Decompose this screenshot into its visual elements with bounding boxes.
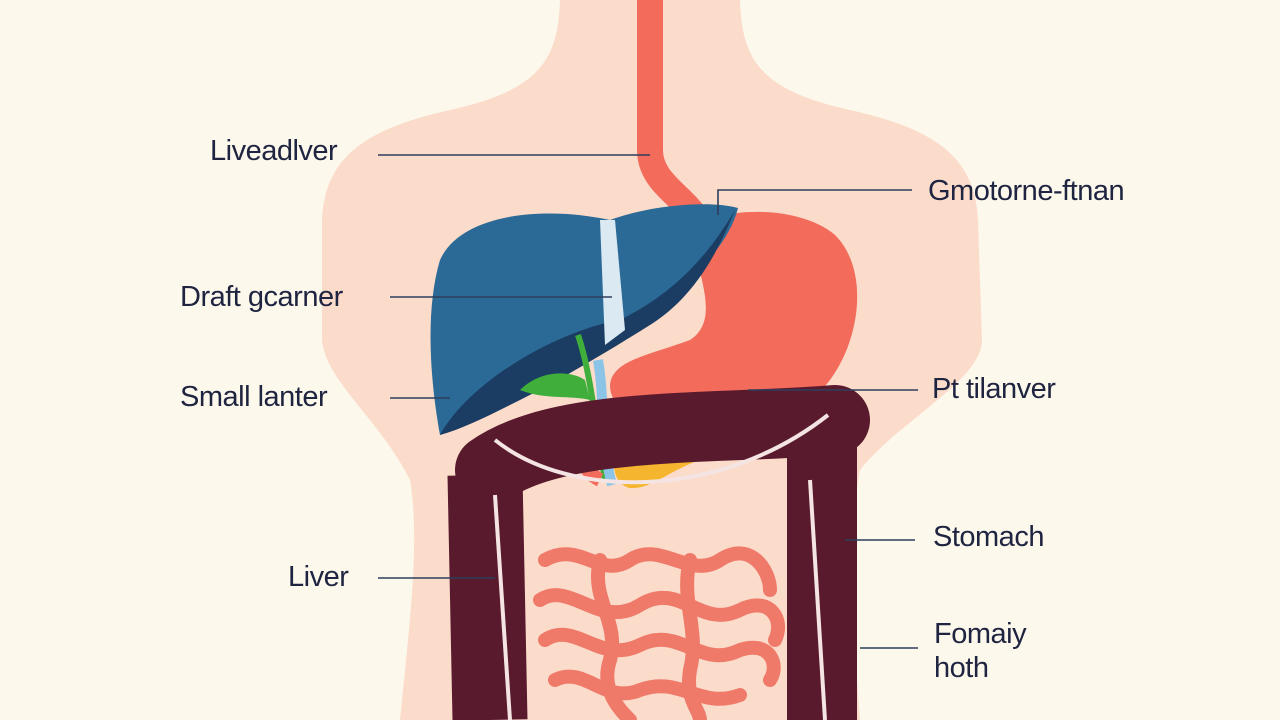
stomach	[610, 211, 858, 433]
label-bottom-right-line1: Fomaiy	[934, 618, 1027, 650]
label-bottom-right: Fomaiy hoth	[934, 617, 1027, 685]
label-bottom-right-line2: hoth	[934, 652, 989, 684]
label-mid-left: Draft gcarner	[180, 281, 343, 313]
label-mid-right: Pt tilanver	[932, 373, 1056, 405]
label-bottom-left: Liver	[288, 561, 349, 593]
large-intestine	[447, 385, 870, 720]
gallbladder	[520, 373, 590, 400]
label-top-right: Gmotorne-ftnan	[928, 175, 1125, 207]
label-top-left: Liveadlver	[210, 135, 338, 167]
liver-ligament	[600, 220, 625, 345]
leader-lines	[378, 154, 918, 649]
liver-shadow	[440, 210, 735, 435]
label-lower-left: Small lanter	[180, 381, 328, 413]
small-intestine	[533, 546, 786, 720]
label-lower-right: Stomach	[933, 521, 1044, 553]
